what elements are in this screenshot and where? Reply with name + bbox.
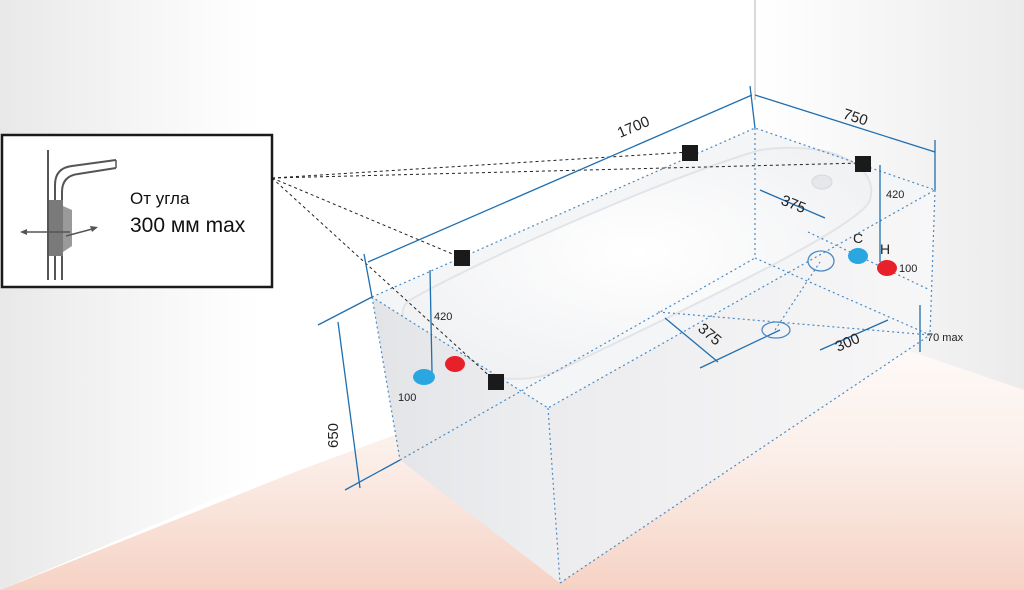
tub-end-panel — [372, 297, 560, 583]
cold-pipe-left — [413, 369, 435, 385]
bathtub — [372, 128, 935, 583]
inset-text-line1: От угла — [130, 189, 190, 208]
bracket-sightlines — [271, 151, 863, 382]
dim-height-label: 650 — [325, 423, 342, 448]
mount-marker-4 — [488, 374, 504, 390]
dimension-lines — [317, 85, 936, 491]
dim-pipe-height-left-label: 420 — [434, 311, 452, 323]
mount-marker-2 — [855, 156, 871, 172]
dim-pipe-spacing-left-label: 100 — [398, 392, 416, 404]
hot-pipe-right — [877, 260, 897, 276]
bracket-illustration-icon — [20, 150, 117, 280]
inset-frame — [0, 133, 274, 289]
wall-bracket-inset: От угла 300 мм max — [0, 133, 274, 289]
wall-drain-circle — [807, 250, 835, 272]
box-guides — [371, 127, 937, 584]
hot-pipe-left — [445, 356, 465, 372]
mount-marker-3 — [454, 250, 470, 266]
cold-pipe-right — [848, 248, 868, 264]
dim-pipe-height-right-label: 420 — [886, 189, 904, 201]
dim-width-label: 750 — [841, 106, 870, 130]
tub-overflow — [811, 174, 833, 190]
floor-drain-circle — [761, 321, 791, 339]
dim-floor-clearance-label: 70 max — [927, 332, 964, 344]
cold-pipe-label: C — [853, 230, 863, 246]
dim-pipe-spacing-right-label: 100 — [899, 263, 917, 275]
mount-marker-1 — [682, 145, 698, 161]
hot-pipe-label: H — [880, 241, 890, 257]
tub-front-panel — [548, 190, 935, 583]
drain-markers — [761, 250, 835, 339]
inset-text-line2: 300 мм max — [130, 214, 246, 237]
pipe-outlets — [413, 248, 897, 385]
mount-markers — [454, 145, 871, 390]
